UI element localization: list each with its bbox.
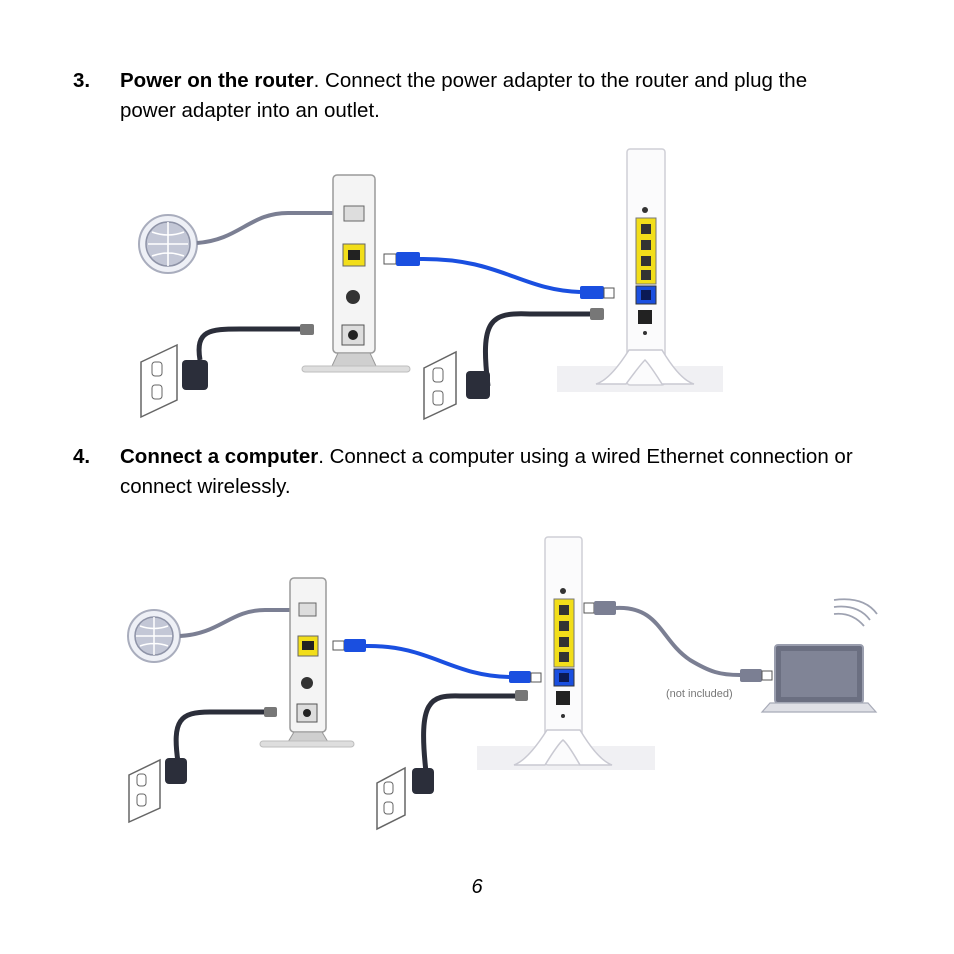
step-text: . Connect a computer using a wired Ether… bbox=[120, 445, 853, 498]
wall-outlet-icon bbox=[128, 758, 187, 824]
step-body: Connect a computer. Connect a computer u… bbox=[120, 442, 860, 502]
router-power-cable bbox=[482, 311, 592, 387]
page-number: 6 bbox=[471, 876, 483, 898]
router-power-plug bbox=[515, 690, 528, 701]
wall-outlet-icon bbox=[423, 350, 490, 421]
router-power-cable bbox=[421, 693, 517, 773]
step-number: 4. bbox=[73, 445, 91, 468]
router bbox=[557, 148, 723, 392]
internet-cable bbox=[179, 608, 302, 638]
modem-power-plug bbox=[264, 707, 277, 717]
ethernet-cable-blue bbox=[332, 639, 542, 683]
not-included-note: (not included) bbox=[666, 688, 733, 700]
wall-outlet-icon bbox=[376, 766, 434, 831]
laptop-icon bbox=[760, 644, 878, 713]
router-power-plug bbox=[590, 308, 604, 320]
modem bbox=[259, 577, 355, 748]
step-text: . Connect the power adapter to the route… bbox=[120, 69, 808, 122]
internet-globe-icon bbox=[138, 214, 198, 274]
wifi-signal-icon bbox=[833, 598, 878, 627]
step-number: 3. bbox=[73, 69, 91, 92]
modem-power-cable bbox=[173, 709, 266, 763]
internet-cable bbox=[196, 210, 345, 245]
modem bbox=[301, 174, 411, 373]
wall-outlet-icon bbox=[140, 343, 208, 419]
step-heading: Connect a computer bbox=[120, 445, 319, 468]
ethernet-cable-blue bbox=[383, 252, 615, 299]
internet-globe-icon bbox=[127, 609, 181, 663]
step-heading: Power on the router bbox=[120, 69, 314, 92]
ethernet-cable-gray bbox=[583, 601, 773, 682]
modem-power-plug bbox=[300, 324, 314, 335]
modem-power-cable bbox=[196, 326, 302, 361]
step-body: Power on the router. Connect the power a… bbox=[120, 66, 860, 126]
router bbox=[477, 536, 655, 770]
